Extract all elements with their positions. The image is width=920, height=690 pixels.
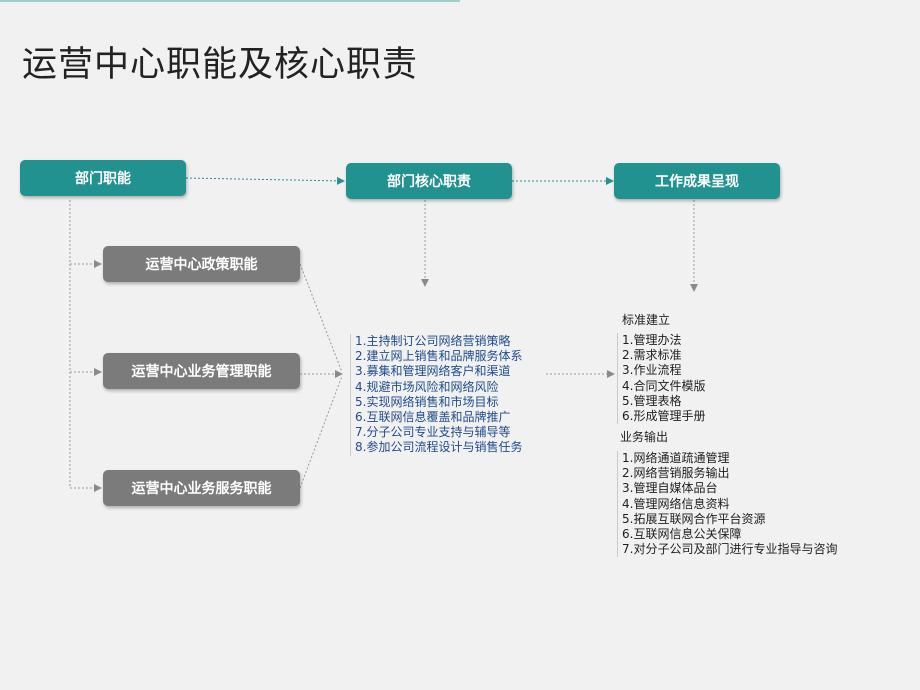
- business-item: 6.互联网信息公关保障: [622, 527, 742, 542]
- dept-function-box: 部门职能: [20, 160, 186, 196]
- duty-item: 1.主持制订公司网络营销策略: [355, 334, 511, 348]
- standard-item: 1.管理办法: [622, 333, 682, 347]
- dept-core-label: 部门核心职责: [387, 174, 471, 190]
- converge-policy: [299, 263, 343, 373]
- service-function-label: 运营中心业务服务职能: [131, 481, 272, 497]
- standard-item: 3.作业流程: [622, 363, 682, 378]
- duty-item: 4.规避市场风险和网络风险: [355, 379, 499, 394]
- duty-item: 6.互联网信息覆盖和品牌推广: [355, 410, 511, 425]
- dept-core-box: 部门核心职责: [346, 163, 512, 199]
- arrow-function-to-core: [185, 176, 345, 185]
- management-function-label: 运营中心业务管理职能: [131, 364, 272, 380]
- standard-item: 6.形成管理手册: [622, 409, 706, 424]
- business-item: 3.管理自媒体品台: [622, 481, 718, 496]
- page-title: 运营中心职能及核心职责: [22, 45, 419, 85]
- policy-function-label: 运营中心政策职能: [145, 257, 258, 273]
- converge-service: [299, 375, 343, 489]
- work-result-box: 工作成果呈现: [614, 163, 780, 199]
- core-duties-list: 1.主持制订公司网络营销策略 2.建立网上销售和品牌服务体系 3.募集和管理网络…: [350, 334, 522, 456]
- standard-heading: 标准建立: [622, 313, 671, 327]
- service-function-box: 运营中心业务服务职能: [103, 470, 300, 506]
- duty-item: 8.参加公司流程设计与销售任务: [355, 440, 523, 455]
- work-result-label: 工作成果呈现: [655, 174, 739, 190]
- duty-item: 2.建立网上销售和品牌服务体系: [355, 349, 523, 364]
- duty-item: 3.募集和管理网络客户和渠道: [355, 364, 511, 379]
- business-heading: 业务输出: [620, 430, 669, 444]
- business-item: 2.网络营销服务输出: [622, 466, 730, 481]
- business-item: 7.对分子公司及部门进行专业指导与咨询: [622, 542, 838, 557]
- dept-function-label: 部门职能: [75, 171, 131, 187]
- duty-item: 5.实现网络销售和市场目标: [355, 394, 499, 409]
- business-items-list: 1.网络通道疏通管理 2.网络营销服务输出 3.管理自媒体品台 4.管理网络信息…: [617, 451, 838, 558]
- standard-item: 5.管理表格: [622, 393, 682, 408]
- business-item: 5.拓展互联网合作平台资源: [622, 511, 766, 526]
- business-item: 4.管理网络信息资料: [622, 496, 730, 511]
- business-item: 1.网络通道疏通管理: [622, 451, 730, 465]
- duty-item: 7.分子公司专业支持与辅导等: [355, 425, 511, 440]
- standard-item: 2.需求标准: [622, 348, 682, 363]
- top-accent-line: [0, 0, 460, 2]
- management-function-box: 运营中心业务管理职能: [103, 353, 300, 389]
- standard-items-list: 1.管理办法 2.需求标准 3.作业流程 4.合同文件模版 5.管理表格 6.形…: [617, 333, 706, 425]
- policy-function-box: 运营中心政策职能: [103, 246, 300, 282]
- standard-item: 4.合同文件模版: [622, 378, 706, 393]
